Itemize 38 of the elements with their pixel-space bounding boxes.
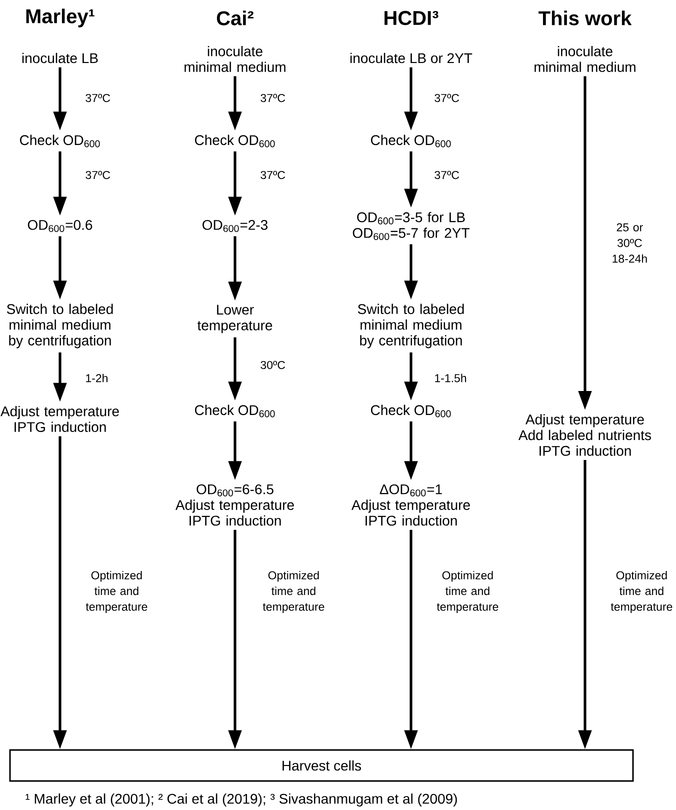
step-text: inoculate LB or 2YT [350, 52, 472, 64]
step-text: OD$_{600}$=0.6 [28, 220, 92, 232]
column-heading: This work [538, 10, 632, 26]
step-text: Check OD$_{600}$ [195, 134, 275, 148]
edge-label: 30ºC [258, 358, 288, 372]
edge-label: Optimized time and temperature [607, 568, 676, 616]
step-text: Adjust temperature Add labeled nutrients IPTG induction [518, 414, 651, 456]
edge-label: 1-1.5h [432, 372, 469, 384]
edge-label: Optimized time and temperature [82, 568, 152, 616]
edge-label: 37ºC [258, 92, 288, 104]
step-text: inoculate minimal medium [184, 46, 286, 72]
step-text: OD$_{600}$=2-3 [202, 220, 268, 232]
step-text: Adjust temperature IPTG induction [0, 406, 119, 432]
process-box: Harvest cells [9, 749, 634, 782]
step-text: Check OD$_{600}$ [195, 404, 275, 418]
edge-label: 37ºC [258, 168, 288, 182]
edge-label: Optimized time and temperature [433, 568, 502, 616]
step-text: Check OD$_{600}$ [20, 134, 100, 148]
step-text: Switch to labeled minimal medium by centrifugation [6, 304, 113, 348]
column-heading: Marley¹ [26, 8, 94, 28]
step-text: Switch to labeled minimal medium by centrifugation [358, 304, 464, 348]
edge-label: 37ºC [432, 168, 462, 182]
column-heading: HCDI³ [384, 10, 438, 26]
edge-label: 37ºC [432, 92, 462, 104]
step-text: inoculate LB [22, 52, 98, 64]
step-text: OD$_{600}$=3-5 for LB OD$_{600}$=5-7 for 2YT [352, 212, 470, 240]
edge-label: 25 or 30ºC 18-24h [600, 221, 660, 265]
step-text: Lower temperature [197, 304, 272, 334]
edge-label: Optimized time and temperature [259, 568, 328, 616]
step-text: OD$_{600}$=6-6.5 Adjust temperature IPTG induction [176, 484, 294, 526]
step-text: ΔOD$_{600}$=1 Adjust temperature IPTG induction [352, 484, 470, 526]
edge-label: 37ºC [83, 92, 112, 104]
step-text: inoculate minimal medium [534, 46, 636, 72]
edge-label: 1-2h [83, 372, 110, 384]
step-text: Check OD$_{600}$ [371, 134, 451, 148]
column-heading: Cai² [216, 10, 254, 26]
edge-label: 37ºC [83, 168, 112, 182]
step-text: Check OD$_{600}$ [371, 404, 451, 418]
